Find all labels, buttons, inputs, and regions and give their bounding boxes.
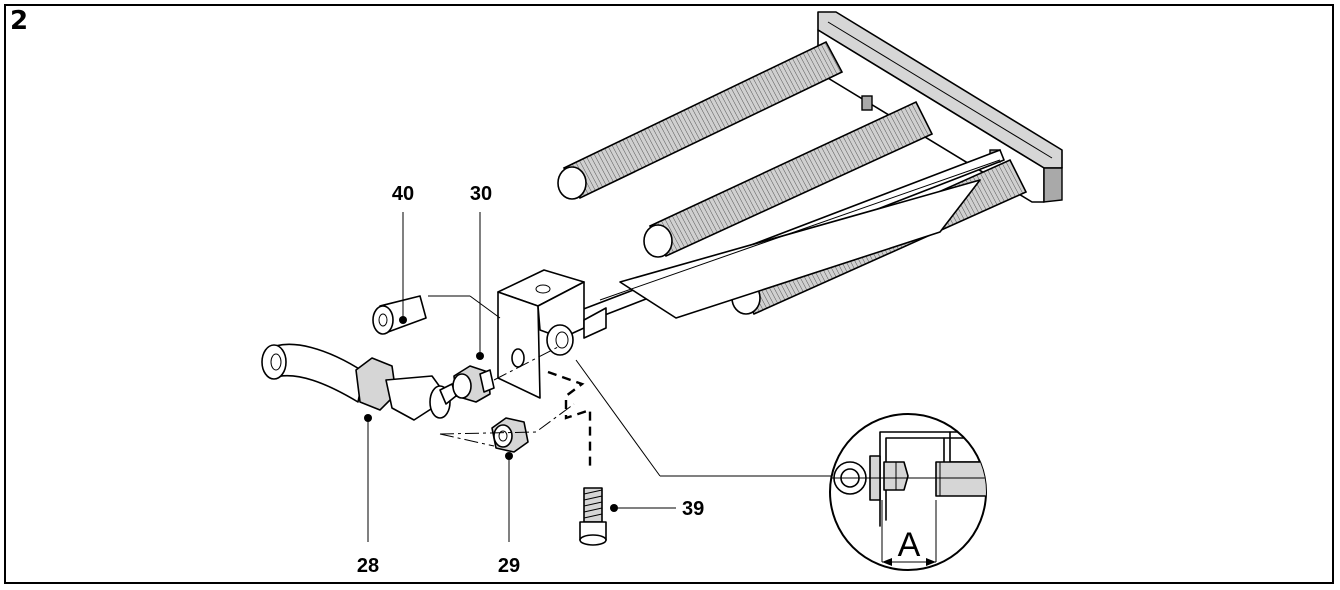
figure-frame <box>4 4 1334 584</box>
part-39-screw <box>579 487 607 546</box>
callout-29: 29 <box>498 555 520 577</box>
assembly-guides <box>439 359 840 477</box>
pilot-rail <box>559 149 1005 331</box>
part-28-pipe <box>261 343 457 421</box>
figure-number: 2 <box>10 6 29 36</box>
part-29-nut <box>491 417 529 453</box>
part-40-sleeve <box>372 295 501 335</box>
callout-leaders <box>364 212 676 542</box>
burner-tube-upper <box>557 40 844 200</box>
callout-39: 39 <box>682 498 704 520</box>
dimension-a-label: A <box>898 526 921 564</box>
part-30-nozzle <box>452 345 561 403</box>
callout-30: 30 <box>470 183 492 205</box>
callout-40: 40 <box>392 183 414 205</box>
burner-tube-middle <box>643 100 934 258</box>
pilot-bracket <box>497 269 607 399</box>
callout-28: 28 <box>357 555 379 577</box>
detail-view: A <box>829 413 987 571</box>
